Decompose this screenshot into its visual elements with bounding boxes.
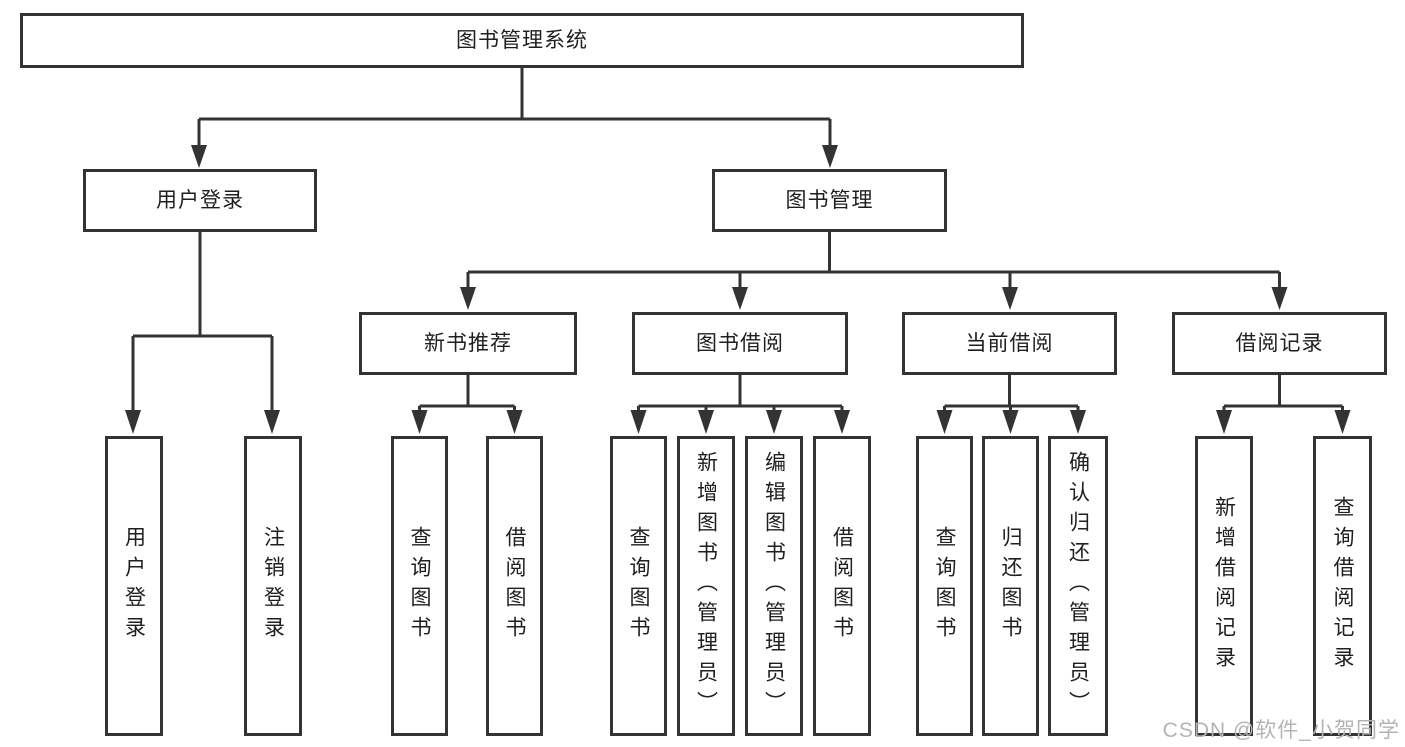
leaf-query-books-current: 查询图书: [916, 436, 973, 736]
node-borrow-records: 借阅记录: [1172, 312, 1387, 375]
leaf-edit-book-admin: 编辑图书（管理员）: [745, 436, 803, 736]
leaf-query-books-borrow: 查询图书: [610, 436, 667, 736]
connector-book-management-branch: [460, 232, 1288, 310]
connector-new-book-recommend-branch: [411, 375, 523, 434]
leaf-query-borrow-record: 查询借阅记录: [1313, 436, 1372, 736]
leaf-borrow-books-borrow: 借阅图书: [813, 436, 871, 736]
leaf-query-books-recommend: 查询图书: [391, 436, 448, 736]
leaf-add-borrow-record: 新增借阅记录: [1195, 436, 1253, 736]
connector-root-to-level2: [191, 66, 838, 168]
node-book-management: 图书管理: [712, 169, 947, 232]
connector-current-borrow-branch: [936, 375, 1086, 434]
connector-borrow-records-branch: [1216, 375, 1351, 434]
node-root-system: 图书管理系统: [20, 13, 1024, 68]
leaf-borrow-books-recommend: 借阅图书: [486, 436, 543, 736]
node-user-login: 用户登录: [83, 169, 317, 232]
leaf-return-books: 归还图书: [982, 436, 1039, 736]
connector-book-borrow-branch: [630, 375, 850, 434]
leaf-confirm-return-admin: 确认归还（管理员）: [1048, 436, 1108, 736]
node-current-borrow: 当前借阅: [902, 312, 1117, 375]
connector-user-login-branch: [125, 232, 280, 434]
csdn-watermark: CSDN @软件_小贺同学: [1162, 719, 1400, 742]
leaf-logout-login: 注销登录: [244, 436, 302, 736]
leaf-add-book-admin: 新增图书（管理员）: [677, 436, 735, 736]
node-new-book-recommend: 新书推荐: [359, 312, 577, 375]
leaf-user-login: 用户登录: [105, 436, 163, 736]
node-book-borrow: 图书借阅: [632, 312, 848, 375]
